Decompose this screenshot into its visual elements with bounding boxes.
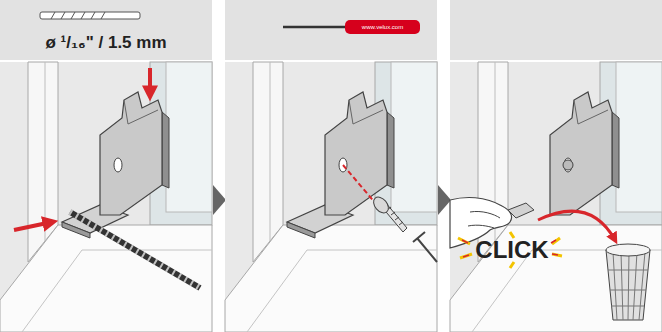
step-panel (450, 0, 662, 332)
brand-url: www.velux.com (345, 20, 420, 34)
step-panel (0, 0, 212, 332)
bracket (325, 92, 394, 215)
trash-bin (606, 250, 650, 320)
step-chevron (438, 185, 451, 215)
discard-arrow (538, 211, 615, 240)
cable-twist (70, 212, 200, 288)
bin-rim (606, 244, 650, 256)
window-scene (225, 0, 437, 332)
click-sound: CLICK (462, 236, 562, 264)
press-arrow (14, 222, 52, 230)
screw-path (343, 165, 377, 205)
window-scene (450, 0, 662, 332)
bracket (100, 92, 169, 215)
window-scene (0, 0, 212, 332)
click-spark (458, 232, 562, 268)
cable (70, 212, 200, 288)
drill-bit (40, 12, 140, 19)
step-chevron (213, 185, 226, 215)
screw-head (371, 194, 392, 216)
step-panel (225, 0, 437, 332)
screwdriver-shaft (283, 26, 345, 29)
drill-flutes (51, 12, 105, 19)
press-arrow (148, 68, 152, 95)
screw-head (563, 160, 573, 170)
bin-mesh (608, 252, 648, 320)
finger-lines (468, 211, 500, 228)
screwdriver-handle (345, 20, 420, 34)
drill-size: ø ¹/₁₆" / 1.5 mm (0, 32, 212, 54)
screwdriver-tip (413, 232, 437, 262)
screw-thread (387, 207, 403, 225)
bracket (550, 92, 619, 215)
broken-tab (508, 203, 534, 218)
